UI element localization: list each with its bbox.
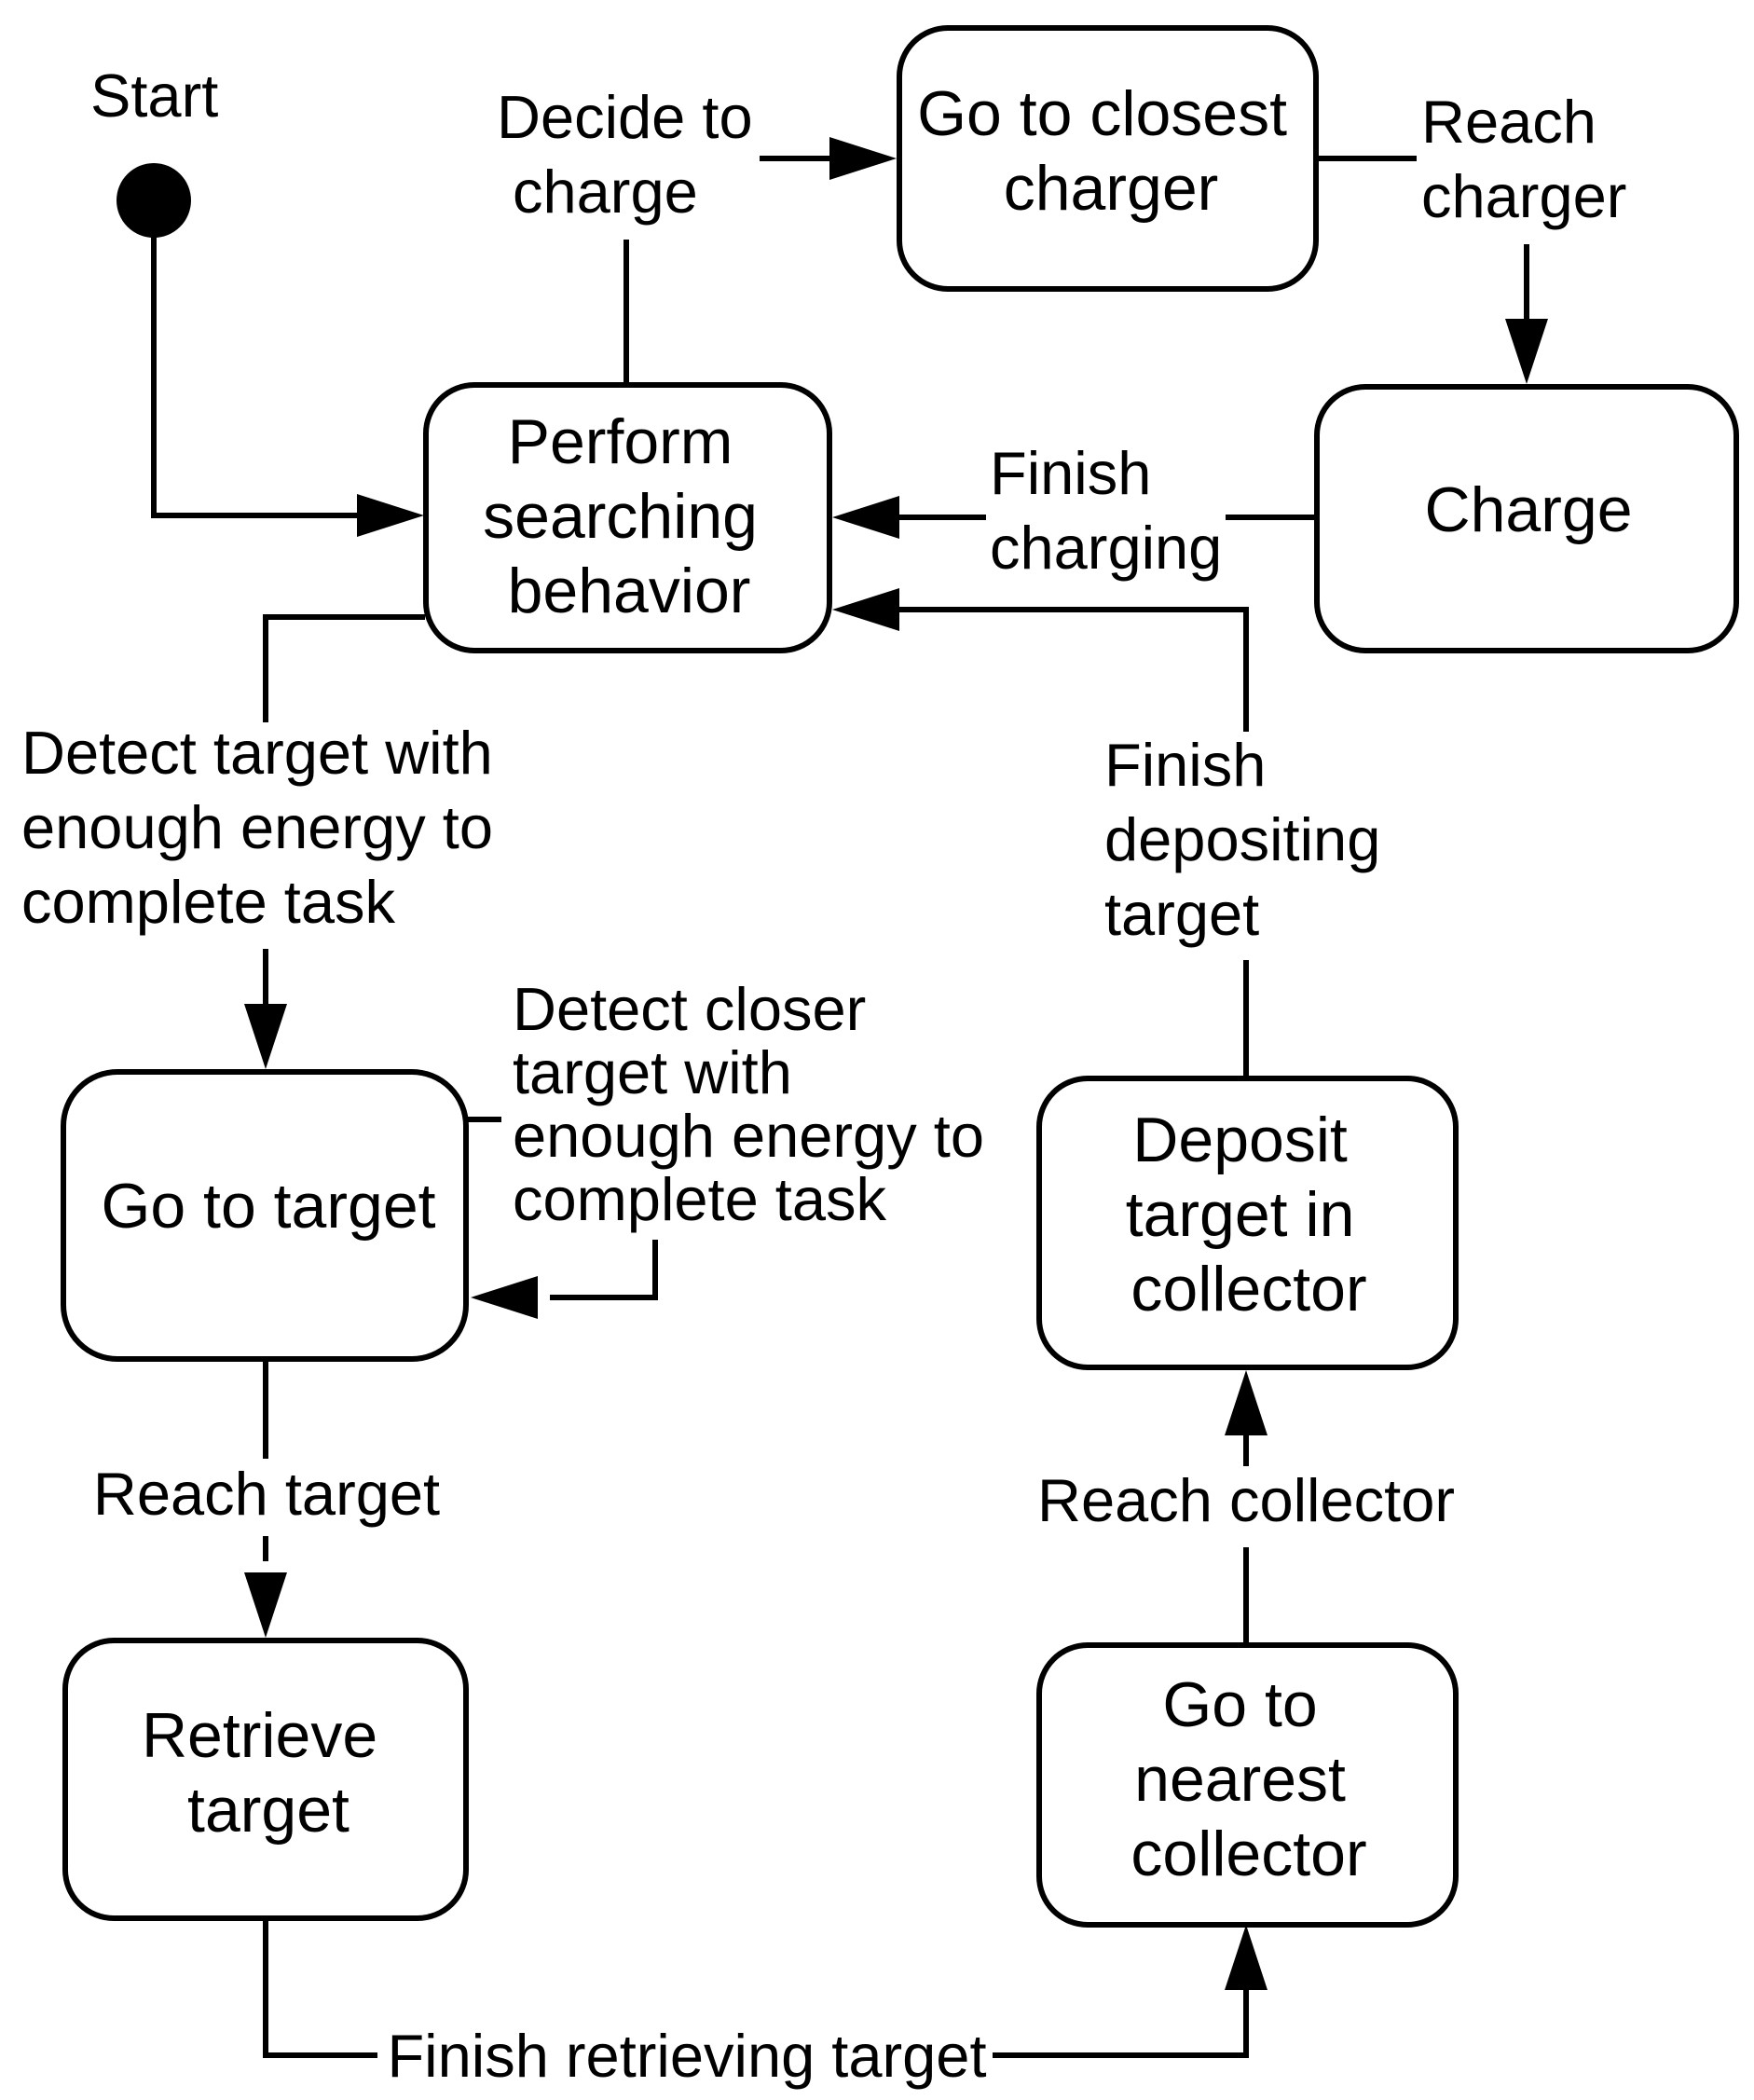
state-label-retrieve-target: Retrieve target (142, 1700, 395, 1846)
state-label-go-to-nearest-collector: Go to nearest collector (1131, 1669, 1366, 1889)
edge-finish-label-to-collector (993, 1969, 1249, 2058)
start-label: Start (90, 62, 218, 130)
arrowhead-to-go-to-target (244, 1004, 287, 1069)
transition-finish-retrieving: Finish retrieving target (387, 2022, 986, 2090)
transition-reach-charger: Reach charger (1421, 88, 1626, 230)
state-label-go-to-closest-charger: Go to closest charger (917, 78, 1305, 224)
state-label-charge: Charge (1424, 474, 1632, 545)
transition-reach-collector: Reach collector (1037, 1466, 1455, 1534)
edge-retrieve-to-finish-label (263, 1918, 377, 2058)
state-charge (1314, 384, 1739, 653)
arrowhead-to-collector (1225, 1925, 1268, 1990)
arrowhead-charging-to-search (832, 496, 899, 539)
edge-start-to-search (151, 200, 368, 518)
arrowhead-to-deposit (1225, 1370, 1268, 1435)
start-node (116, 163, 191, 238)
state-label-deposit-target: Deposit target in collector (1126, 1105, 1373, 1325)
arrowhead-start-to-search (357, 494, 424, 537)
edge-finish-label-to-search (871, 607, 1249, 732)
transition-reach-target: Reach target (93, 1460, 440, 1528)
transition-detect-target: Detect target with enough energy to comp… (21, 719, 510, 936)
state-label-go-to-target: Go to target (101, 1171, 435, 1242)
state-go-to-nearest-collector (1036, 1642, 1459, 1928)
transition-detect-closer-target: Detect closer target with enough energy … (513, 975, 1001, 1233)
edge-search-to-detect-label (263, 614, 425, 722)
arrowhead-to-retrieve (244, 1572, 287, 1638)
arrowhead-self-loop (471, 1276, 538, 1319)
state-retrieve-target (62, 1638, 469, 1921)
state-go-to-target (61, 1069, 469, 1362)
edge-target-self-loop-in (550, 1240, 658, 1300)
state-go-to-closest-charger (897, 25, 1319, 292)
transition-finish-charging: Finish charging (990, 439, 1222, 582)
transition-decide-to-charge: Decide to charge (497, 83, 770, 226)
transition-finish-depositing: Finish depositing target (1104, 731, 1397, 948)
arrowhead-to-charger (829, 137, 897, 180)
state-deposit-target (1036, 1076, 1459, 1370)
state-perform-searching (423, 382, 832, 653)
arrowhead-depositing-to-search (832, 588, 899, 631)
arrowhead-to-charge (1505, 319, 1548, 384)
state-label-perform-searching: Perform searching behavior (483, 406, 775, 626)
